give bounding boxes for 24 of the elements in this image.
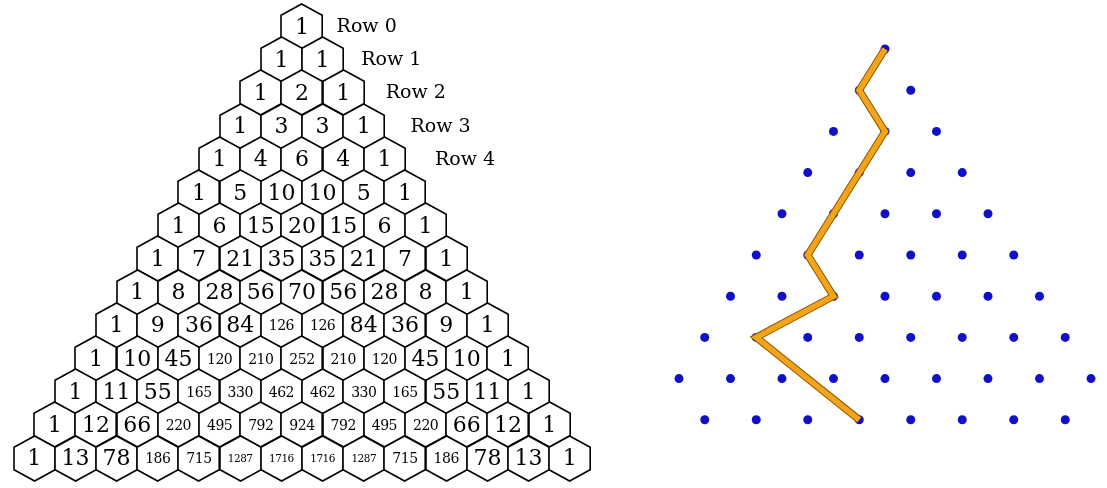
row-label: Row 2 — [385, 80, 446, 103]
hexagon-cell: 1 — [425, 236, 467, 282]
hexagon-cell: 78 — [466, 435, 508, 481]
hexagon-cell: 13 — [508, 435, 550, 481]
row-label: Row 4 — [435, 146, 496, 169]
hexagon-cell: 7 — [178, 236, 220, 282]
hexagon-cell: 78 — [96, 435, 138, 481]
row-label: Row 1 — [361, 47, 422, 70]
hexagon-cell: 1716 — [302, 435, 344, 481]
hexagon-cell: 1 — [528, 402, 570, 448]
hexagon-cell: 7 — [384, 236, 426, 282]
row-label: Row 3 — [410, 113, 471, 136]
hexagon-cell: 715 — [178, 435, 220, 481]
hexagon-cell: 1287 — [219, 435, 261, 481]
hexagon-cell: 1 — [13, 435, 55, 481]
hexagon-cell: 186 — [137, 435, 179, 481]
hexagon-cell: 715 — [384, 435, 426, 481]
hexagon-cell: 1716 — [260, 435, 302, 481]
hexagon-cell: 1 — [549, 435, 591, 481]
hexagon-cell: 186 — [425, 435, 467, 481]
hexagon-cell: 13 — [54, 435, 96, 481]
hexagon-cell: 1 — [322, 70, 364, 116]
hexagon-cell: 1287 — [343, 435, 385, 481]
row-label: Row 0 — [336, 14, 397, 36]
